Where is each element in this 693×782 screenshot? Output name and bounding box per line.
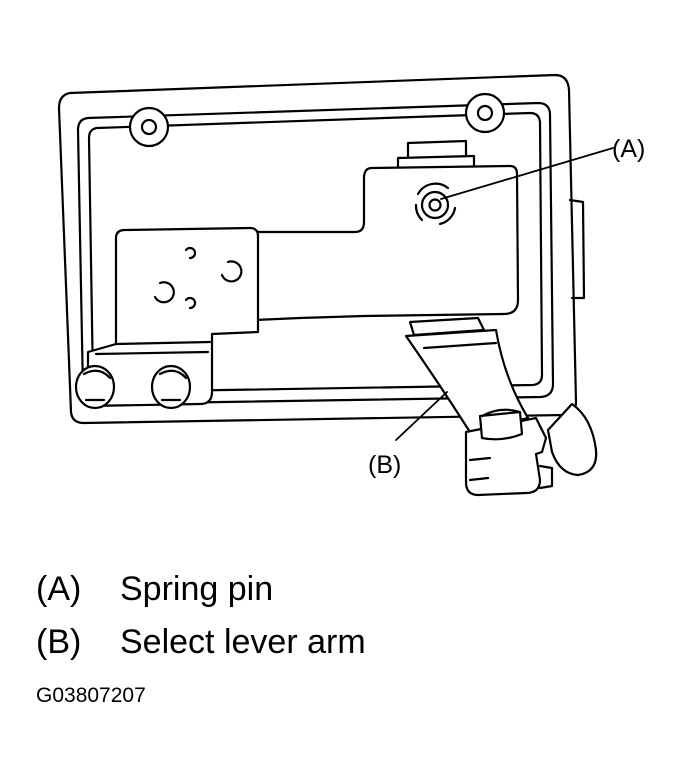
bolt-boss-left [128,106,170,148]
bracket-plate [86,226,260,408]
legend-row-a: (A) Spring pin [36,572,273,606]
stud-right [150,364,192,410]
callout-b: (B) [368,451,402,479]
leader-a [440,147,614,200]
lever-arm-ridge [422,341,498,350]
legend-key: (A) [36,570,82,608]
stud-left [74,364,116,410]
gasket-groove-outer [76,101,555,406]
spring-pin [414,182,457,226]
select-lever-diagram [57,73,614,497]
lever-body [253,164,520,322]
bracket-holes [153,246,243,310]
fork-pin-head [478,408,524,441]
figure-id: G03807207 [36,684,146,707]
shaft-end [546,402,598,477]
leader-b [395,391,448,441]
fork-lower-lines [468,456,554,490]
gasket-groove-inner [87,111,544,394]
legend-label: Select lever arm [120,623,366,661]
legend-key: (B) [36,623,82,661]
bracket-flange [94,340,212,356]
top-stub [396,139,476,170]
callout-a: (A) [612,135,646,163]
side-tab [568,198,586,300]
legend-label: Spring pin [120,570,274,608]
legend-row-b: (B) Select lever arm [36,625,366,659]
bolt-boss-right [464,92,506,134]
